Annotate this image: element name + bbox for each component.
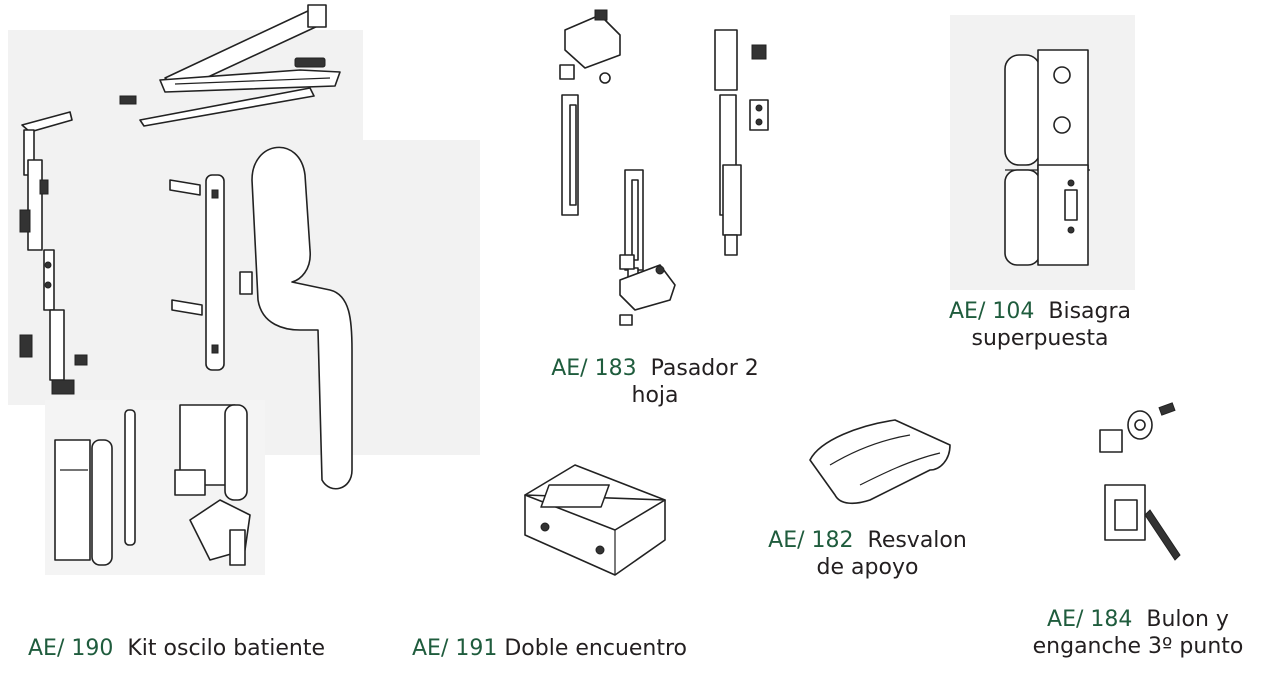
- product-name-line1: Bisagra: [1048, 299, 1131, 324]
- product-name: Kit oscilo batiente: [127, 636, 326, 661]
- bolt-and-catch-illustration: [1095, 400, 1205, 570]
- overlay-hinge-illustration: [950, 15, 1135, 290]
- product-name-line1: Resvalon: [867, 528, 967, 553]
- product-code: AE/ 190: [28, 636, 114, 661]
- product-code: AE/ 191: [412, 636, 498, 661]
- product-name-line1: Bulon y: [1146, 607, 1229, 632]
- product-name: Doble encuentro: [504, 636, 688, 661]
- slide-drawing: [809, 419, 951, 505]
- product-name-line2: de apoyo: [816, 555, 919, 580]
- product-caption: AE/ 104 Bisagra superpuesta: [930, 298, 1150, 352]
- strike-plate-drawing: [524, 464, 666, 576]
- product-caption: AE/ 191 Doble encuentro: [412, 635, 687, 662]
- product-code: AE/ 182: [768, 528, 854, 553]
- product-caption: AE/ 182 Resvalon de apoyo: [745, 527, 990, 581]
- product-code: AE/ 184: [1047, 607, 1133, 632]
- product-caption: AE/ 183 Pasador 2 hoja: [525, 355, 785, 409]
- tilt-turn-kit-illustration: [0, 0, 480, 580]
- product-name-line1: Pasador 2: [650, 356, 759, 381]
- product-caption: AE/ 184 Bulon y enganche 3º punto: [1005, 606, 1271, 660]
- support-slide-illustration: [800, 415, 960, 510]
- product-code: AE/ 183: [551, 356, 637, 381]
- kit-parts-drawing: [19, 4, 353, 566]
- bolt-catch-drawing: [1099, 402, 1181, 561]
- product-name-line2: superpuesta: [971, 326, 1109, 351]
- product-name-line2: hoja: [631, 383, 679, 408]
- two-leaf-bolt-illustration: [540, 9, 790, 340]
- hinge-drawing: [1004, 49, 1090, 266]
- product-name-line2: enganche 3º punto: [1032, 634, 1244, 659]
- product-code: AE/ 104: [949, 299, 1035, 324]
- bolt-parts-drawing: [559, 9, 769, 326]
- product-caption: AE/ 190 Kit oscilo batiente: [28, 635, 325, 662]
- double-strike-plate-illustration: [515, 455, 685, 595]
